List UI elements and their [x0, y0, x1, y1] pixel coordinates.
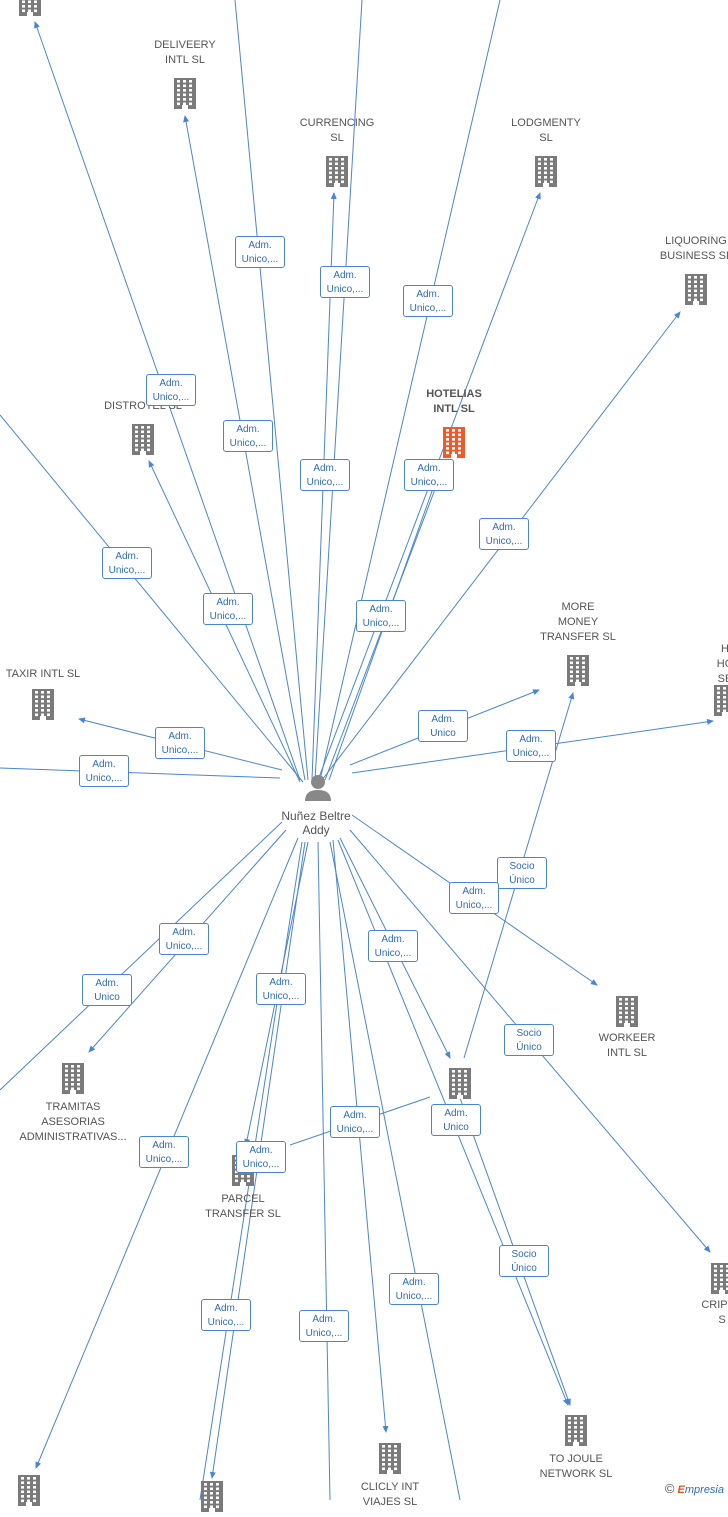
- relation-badge[interactable]: Adm. Unico,...: [102, 547, 152, 579]
- edge-line: [329, 841, 461, 1500]
- edge-line: [0, 414, 304, 783]
- copyright-symbol: ©: [664, 1481, 675, 1496]
- relation-badge[interactable]: Adm. Unico,...: [203, 593, 253, 625]
- company-label[interactable]: H HO SE: [716, 643, 728, 685]
- relation-badge[interactable]: Adm. Unico,...: [155, 727, 205, 759]
- relation-badge[interactable]: Adm. Unico,...: [79, 755, 129, 787]
- building-icon[interactable]: [710, 1262, 728, 1299]
- relation-badge[interactable]: Adm. Unico,...: [223, 420, 273, 452]
- company-label[interactable]: LODGMENTY SL: [511, 117, 581, 144]
- company-label[interactable]: LIQUORING BUSINESS SL: [659, 235, 728, 262]
- company-label[interactable]: CURRENCING SL: [299, 117, 375, 144]
- building-icon[interactable]: [684, 273, 708, 310]
- company-label[interactable]: TRAMITAS ASESORIAS ADMINISTRATIVAS...: [19, 1101, 127, 1143]
- relation-badge[interactable]: Adm. Unico: [431, 1104, 481, 1136]
- relation-badge[interactable]: Adm. Unico: [418, 710, 468, 742]
- relation-badge[interactable]: Socio Único: [504, 1024, 554, 1056]
- relation-badge[interactable]: Adm. Unico: [82, 974, 132, 1006]
- relation-badge[interactable]: Adm. Unico,...: [404, 459, 454, 491]
- building-icon[interactable]: [61, 1062, 85, 1099]
- brand-initial: E: [677, 1484, 685, 1496]
- relation-badge[interactable]: Adm. Unico,...: [235, 236, 285, 268]
- building-icon[interactable]: [534, 155, 558, 192]
- relation-badge[interactable]: Adm. Unico,...: [146, 374, 196, 406]
- relation-badge[interactable]: Adm. Unico,...: [479, 518, 529, 550]
- relation-badge[interactable]: Adm. Unico,...: [159, 923, 209, 955]
- company-label[interactable]: CLICLY INT VIAJES SL: [360, 1481, 420, 1508]
- company-label[interactable]: TO JOULE NETWORK SL: [539, 1453, 613, 1480]
- building-icon[interactable]: [173, 77, 197, 114]
- edge-line: [314, 0, 363, 781]
- company-label[interactable]: PARCEL TRANSFER SL: [205, 1193, 281, 1220]
- edge-line: [0, 821, 283, 1091]
- brand-name: mpresia: [684, 1484, 724, 1496]
- relation-badge[interactable]: Adm. Unico,...: [139, 1136, 189, 1168]
- relation-badge[interactable]: Adm. Unico,...: [201, 1299, 251, 1331]
- building-icon[interactable]: [200, 1480, 224, 1517]
- building-icon[interactable]: [31, 688, 55, 725]
- relation-badge[interactable]: Adm. Unico,...: [356, 600, 406, 632]
- building-icon[interactable]: [18, 0, 42, 21]
- building-icon[interactable]: [713, 684, 728, 721]
- company-label[interactable]: CRIPTO S: [701, 1299, 728, 1326]
- relation-badge[interactable]: Adm. Unico,...: [506, 730, 556, 762]
- edges: [0, 0, 714, 1500]
- building-icon[interactable]: [566, 654, 590, 691]
- building-icon[interactable]: [325, 155, 349, 192]
- edge-line: [319, 0, 501, 781]
- relation-badge[interactable]: Adm. Unico,...: [299, 1310, 349, 1342]
- relation-badge[interactable]: Adm. Unico,...: [300, 459, 350, 491]
- relation-badge[interactable]: Adm. Unico,...: [320, 266, 370, 298]
- building-icon[interactable]: [131, 423, 155, 460]
- company-label[interactable]: DELIVEERY INTL SL: [154, 39, 216, 66]
- company-label[interactable]: TAXIR INTL SL: [5, 668, 81, 680]
- relation-badge[interactable]: Adm. Unico,...: [256, 973, 306, 1005]
- footer-brand: © Empresia: [665, 1481, 724, 1496]
- relation-badge[interactable]: Socio Único: [499, 1245, 549, 1277]
- relation-badge[interactable]: Adm. Unico,...: [368, 930, 418, 962]
- company-label[interactable]: HOTELIAS INTL SL: [426, 388, 482, 415]
- building-icon[interactable]: [17, 1474, 41, 1511]
- person-icon: [305, 775, 331, 801]
- building-icon[interactable]: [564, 1414, 588, 1451]
- building-icon[interactable]: [448, 1067, 472, 1104]
- building-icon[interactable]: [615, 995, 639, 1032]
- relation-badge[interactable]: Adm. Unico,...: [449, 882, 499, 914]
- edge-line: [234, 0, 309, 781]
- relation-badge[interactable]: Adm. Unico,...: [236, 1141, 286, 1173]
- center-person-name[interactable]: Nuñez Beltre Addy: [281, 809, 351, 837]
- building-icon[interactable]: [442, 426, 466, 463]
- company-label[interactable]: WORKEER INTL SL: [598, 1032, 656, 1059]
- relation-badge[interactable]: Adm. Unico,...: [330, 1106, 380, 1138]
- edge-line: [317, 841, 331, 1500]
- relation-badge[interactable]: Adm. Unico,...: [389, 1273, 439, 1305]
- relation-badge[interactable]: Socio Único: [497, 857, 547, 889]
- building-icon[interactable]: [378, 1442, 402, 1479]
- company-label[interactable]: MORE MONEY TRANSFER SL: [540, 601, 616, 643]
- edge-line: [0, 767, 281, 779]
- relation-badge[interactable]: Adm. Unico,...: [403, 285, 453, 317]
